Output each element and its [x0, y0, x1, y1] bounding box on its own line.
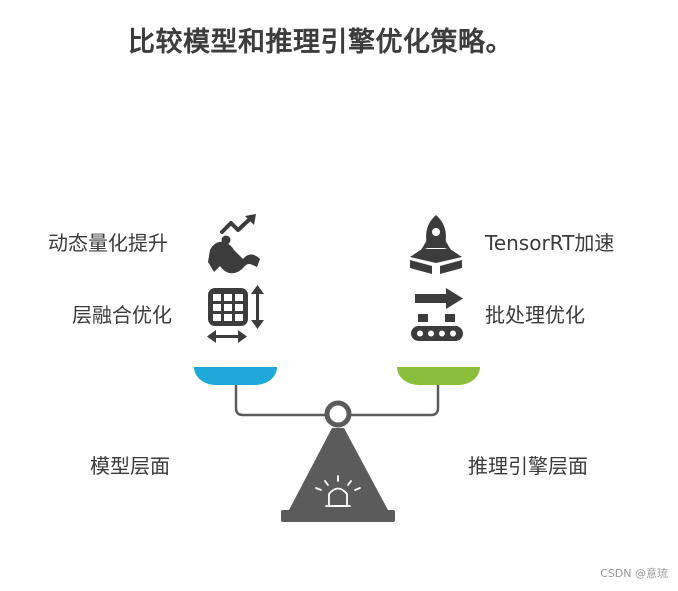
scale-foot [281, 510, 395, 522]
left-scale-pan [194, 367, 277, 385]
grid-resize-icon [207, 285, 264, 343]
caption-model-level: 模型层面 [90, 454, 170, 478]
diagram-title: 比较模型和推理引擎优化策略。 [128, 27, 513, 58]
trend-chart-icon [208, 214, 260, 274]
rocket-launch-icon [410, 215, 462, 274]
label-layer-fusion: 层融合优化 [72, 303, 172, 327]
label-batch-processing: 批处理优化 [485, 303, 585, 327]
label-tensorrt: TensorRT加速 [485, 231, 615, 255]
right-scale-pan [397, 367, 480, 385]
conveyor-batch-icon [411, 288, 463, 341]
scale-beam [234, 385, 440, 417]
label-dynamic-quantization: 动态量化提升 [48, 231, 168, 255]
scale-base [289, 428, 388, 510]
caption-inference-engine-level: 推理引擎层面 [468, 454, 588, 478]
scale-pivot [324, 400, 352, 428]
watermark: CSDN @意琉 [600, 567, 668, 580]
light-icon [315, 475, 361, 507]
